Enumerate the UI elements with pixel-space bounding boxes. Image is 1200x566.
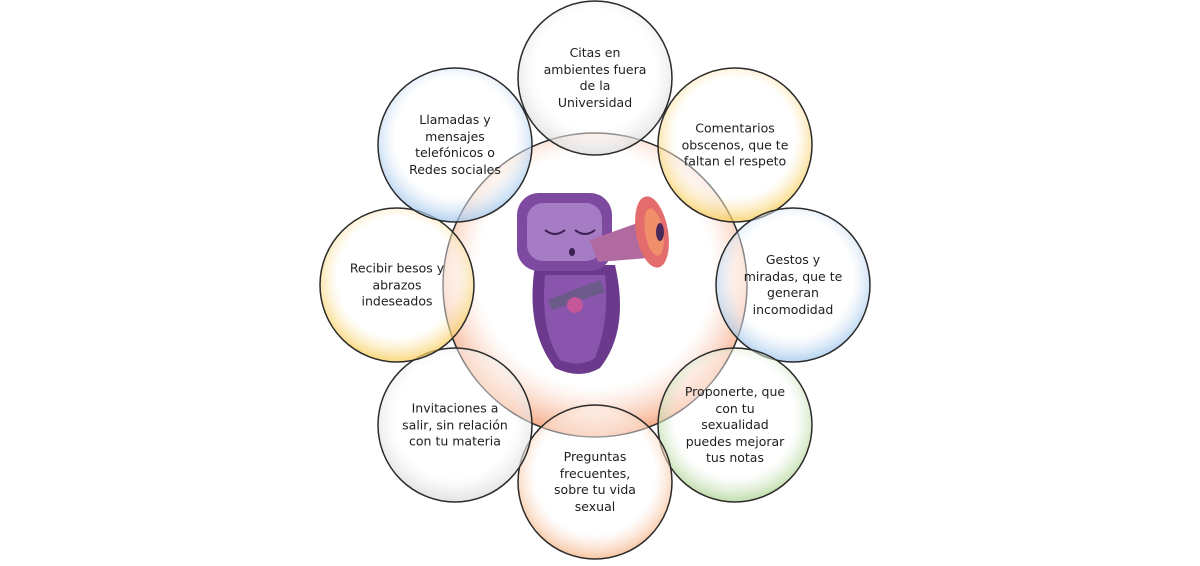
label-line: con tu materia [409,433,501,449]
label-line: mensajes [425,128,485,144]
bubble-citas [517,0,673,156]
bubble-invitaciones [377,347,533,503]
label-line: salir, sin relación [402,416,508,432]
label-line: faltan el respeto [683,153,787,169]
label-line: incomodidad [752,301,834,317]
bubble-comentarios [657,67,813,223]
bubble-llamadas [377,67,533,223]
bubble-proponerte [657,347,813,503]
label-line: de la [579,78,611,93]
label-line: Gestos y [765,252,821,267]
label-line: obscenos, que te [681,136,789,152]
label-line: con tu [715,400,755,416]
label-line: Comentarios [695,120,775,136]
label-line: puedes mejorar [685,433,785,449]
label-line: sexualidad [701,416,769,432]
label-line: generan [767,285,819,300]
label-line: Recibir besos y [349,260,445,276]
label-line: miradas, que te [743,268,843,284]
label-line: telefónicos o [415,145,495,160]
label-line: frecuentes, [559,465,631,481]
label-line: Citas en [569,45,621,60]
bubble-gestos [715,207,871,363]
label-line: sexual [574,498,616,514]
label-line: indeseados [361,293,433,309]
label-line: Invitaciones a [411,400,499,416]
label-line: ambientes fuera [543,61,647,77]
label-line: Preguntas [563,449,627,464]
label-line: sobre tu vida [554,482,636,497]
label-line: Proponerte, que [684,383,786,399]
robot-megaphone-mascot-icon [517,193,669,374]
label-line: abrazos [372,276,422,292]
label-line: tus notas [706,449,764,465]
label-line: Llamadas y [419,112,491,127]
bubble-preguntas [517,404,673,560]
bubble-recibir [319,207,475,363]
label-line: Universidad [557,94,633,110]
label-line: Redes sociales [409,161,501,177]
